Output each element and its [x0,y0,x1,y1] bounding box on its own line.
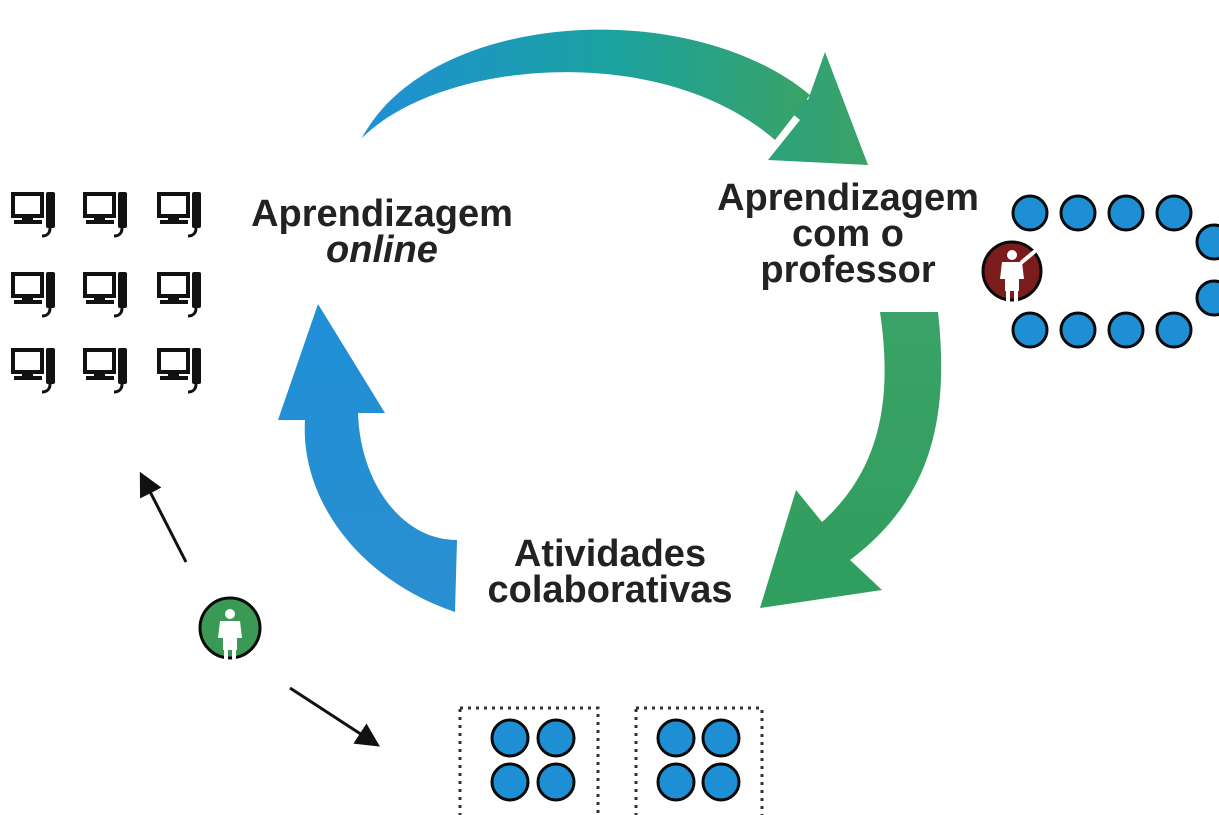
label-collab-line2: colaborativas [487,569,733,611]
computer-workstation-icon [11,270,57,318]
student-figure-icon [198,596,262,662]
computer-workstation-icon [83,270,129,318]
student-seat-icon [490,762,530,802]
student-seat-icon [1195,223,1219,261]
label-teacher-learning: Aprendizagem com o professor [688,177,1008,291]
student-seat-icon [1059,311,1097,349]
computer-workstation-icon [157,270,203,318]
label-teacher-line2: com o [792,213,904,255]
student-seat-icon [536,762,576,802]
student-seat-icon [656,762,696,802]
arrow-icon [289,686,381,747]
label-teacher-line1: Aprendizagem [717,177,979,219]
label-online-line2: online [232,229,532,271]
label-teacher-line3: professor [760,249,936,291]
student-seat-icon [1011,194,1049,232]
computer-grid [11,190,203,394]
collaborative-group-1 [458,706,600,815]
cycle-arrow-top-body [362,29,810,140]
label-online-italic: online [326,229,438,271]
label-online-learning: Aprendizagem online [232,193,532,271]
arrow-icon [139,471,188,563]
student-seat-icon [1107,311,1145,349]
student-seat-icon [701,718,741,758]
student-seat-icon [1107,194,1145,232]
computer-workstation-icon [157,190,203,238]
collaborative-group-2 [634,706,764,815]
computer-workstation-icon [11,190,57,238]
cycle-arrow-left [278,304,457,612]
student-seats-top [1011,194,1219,349]
student-seat-icon [1011,311,1049,349]
student-seat-icon [490,718,530,758]
student-seat-icon [1155,311,1193,349]
computer-workstation-icon [83,346,129,394]
computer-workstation-icon [157,346,203,394]
label-collab-line1: Atividades [513,533,707,575]
cycle-arrow-right [760,312,942,608]
computer-workstation-icon [11,346,57,394]
teacher-figure-icon [981,240,1043,303]
student-seat-icon [656,718,696,758]
student-seat-icon [1155,194,1193,232]
student-seat-icon [701,762,741,802]
student-seat-icon [536,718,576,758]
teacher-classroom [981,194,1219,349]
computer-workstation-icon [83,190,129,238]
student-seat-icon [1195,279,1219,317]
label-online-line1: Aprendizagem [251,193,513,235]
label-collaborative-activities: Atividades colaborativas [450,533,770,611]
student-seat-icon [1059,194,1097,232]
